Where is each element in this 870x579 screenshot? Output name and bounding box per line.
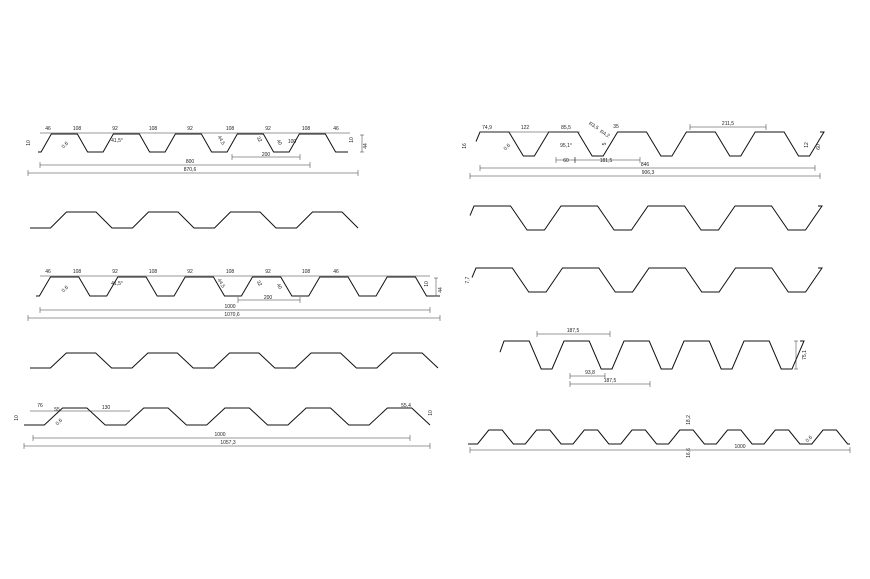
- dimension-label: 846: [641, 162, 650, 168]
- dimension-label: 16,6: [686, 448, 692, 458]
- dimension-label: 0,6: [805, 435, 814, 444]
- dimension-label: 187,5: [604, 378, 617, 384]
- dimension-label: 0,6: [55, 418, 64, 427]
- dimension-label: 906,3: [642, 170, 655, 176]
- dimension-label: 16: [462, 143, 468, 149]
- dimension-label: 32: [255, 280, 263, 288]
- dimension-label: 55: [54, 407, 60, 413]
- profile-b-dimensioned: 46 108 92 108 92 108 92 108 46 41,5° 0,6 1000 200 107…: [27, 269, 444, 321]
- dimension-label: 75,1: [802, 350, 808, 360]
- dimension-label: 100: [288, 139, 297, 145]
- profile-d-dimensioned: 74,9 122 85,5 R3,5 35 0,6 95,1° 60 5 181,5 846 906,…: [462, 121, 825, 179]
- dimension-label: 40: [275, 283, 283, 291]
- profile-line: [36, 276, 440, 297]
- dimension-label: 1000: [214, 432, 225, 438]
- profile-line: [475, 131, 825, 157]
- dimension-label: 800: [186, 159, 195, 165]
- dimension-label: 95,1°: [560, 143, 572, 149]
- dimension-label: 10: [424, 281, 430, 287]
- dimension-label: 85,5: [561, 125, 571, 131]
- dimension-label: 18,2: [686, 415, 692, 425]
- dimension-label: 0,6: [61, 141, 70, 150]
- dimension-label: 0,6: [503, 143, 512, 152]
- profile-a-dimensioned: 46 108 92 108 92 108 92 108 46 41,5° 0,6 800 200 100 8…: [26, 126, 369, 176]
- dimension-label: 10: [26, 140, 32, 146]
- dimension-label: 108: [149, 269, 158, 275]
- profile-g-dimensioned: 1000 18,2 16,6 0,6: [468, 415, 851, 458]
- dimension-label: 187,5: [567, 328, 580, 334]
- profile-line: [469, 205, 823, 231]
- dimension-label: 0,6: [61, 285, 70, 294]
- profile-line: [30, 352, 439, 369]
- dimension-label: 92: [112, 269, 118, 275]
- dimension-label: 46: [45, 126, 51, 132]
- dimension-label: 60: [816, 144, 822, 150]
- dimension-label: 44,5: [216, 135, 226, 147]
- dimension-label: 211,5: [722, 121, 734, 127]
- dimension-label: 10: [349, 137, 355, 143]
- profile-line: [471, 267, 823, 293]
- profile-f-dimensioned: 187,5 187,5 93,8 75,1: [499, 328, 808, 387]
- dimension-label: 5: [602, 142, 608, 145]
- profile-d-outline: [469, 205, 823, 231]
- dimension-label: 46: [333, 126, 339, 132]
- profile-line: [30, 211, 359, 229]
- dimension-label: 92: [265, 126, 271, 132]
- dimension-label: 44: [363, 143, 369, 149]
- dimension-label: 60: [563, 158, 569, 164]
- dimension-label: 46: [45, 269, 51, 275]
- dimension-label: 76: [37, 403, 43, 409]
- dimension-label: 1057,3: [220, 440, 236, 446]
- dimension-label: 74,9: [482, 125, 492, 131]
- profile-c-dimensioned: 76 55 130 1000 1057,3 55,4 10 10 0,6: [14, 403, 434, 449]
- profile-b-outline: [30, 352, 439, 369]
- dimension-label: 44,5: [216, 278, 226, 290]
- dimension-label: 108: [302, 126, 311, 132]
- dimension-label: 35: [613, 124, 619, 130]
- dimension-label: 108: [73, 126, 82, 132]
- profile-line: [499, 340, 805, 370]
- dimension-label: 92: [187, 269, 193, 275]
- dimension-label: 40: [275, 139, 283, 147]
- dimension-label: 92: [112, 126, 118, 132]
- profile-a-outline: [30, 211, 359, 229]
- profile-line: [38, 133, 348, 153]
- dimension-label: 108: [226, 269, 235, 275]
- dimension-label: R3,5: [587, 121, 599, 132]
- dimension-label: 92: [265, 269, 271, 275]
- dimension-label: 92: [187, 126, 193, 132]
- dimension-label: 108: [73, 269, 82, 275]
- dimension-label: 181,5: [600, 158, 613, 164]
- dimension-label: 200: [262, 152, 271, 158]
- dimension-label: 55,4: [401, 403, 411, 409]
- dimension-label: 108: [149, 126, 158, 132]
- dimension-label: 108: [302, 269, 311, 275]
- dimension-label: 200: [264, 295, 273, 301]
- profile-line: [468, 429, 850, 445]
- dimension-label: 130: [102, 405, 111, 411]
- profile-e-outline: 7,7: [465, 267, 823, 293]
- dimension-label: 32: [255, 136, 263, 144]
- dimension-label: 93,8: [585, 370, 595, 376]
- dimension-label: 870,6: [184, 167, 197, 173]
- dimension-label: 122: [521, 125, 530, 131]
- dimension-label: 44: [438, 287, 444, 293]
- dimension-label: 46: [333, 269, 339, 275]
- dimension-label: 10: [428, 410, 434, 416]
- dimension-label: R4,2: [598, 129, 610, 140]
- dimension-label: 7,7: [465, 276, 471, 283]
- dimension-label: 10: [14, 415, 20, 421]
- dimension-label: 1070,6: [224, 312, 240, 318]
- profile-line: [24, 407, 431, 426]
- dimension-label: 1000: [224, 304, 235, 310]
- dimension-label: 41,5°: [111, 281, 123, 287]
- dimension-label: 12: [804, 142, 810, 148]
- dimension-label: 1000: [734, 444, 745, 450]
- dimension-label: 108: [226, 126, 235, 132]
- dimension-label: 41,5°: [111, 138, 123, 144]
